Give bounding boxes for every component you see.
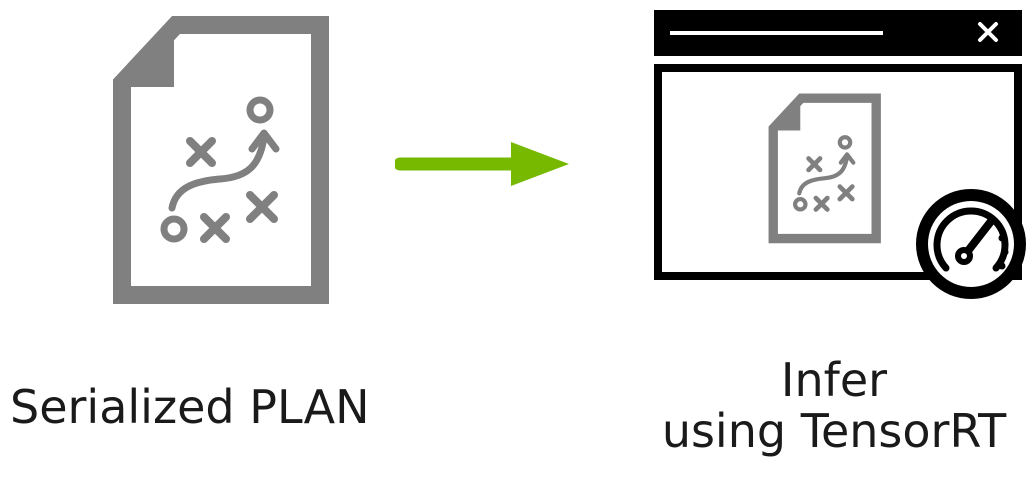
plan-document-icon [110,15,332,305]
infer-label-line-1: Infer [780,353,888,407]
flow-arrow [395,134,575,194]
infer-label-line-2: using TensorRT [661,403,1007,458]
plan-label: Serialized PLAN [10,380,370,434]
speedometer-icon [916,189,1026,299]
app-window-icon [648,6,1028,346]
infer-label: Infer using TensorRT [634,355,1034,456]
